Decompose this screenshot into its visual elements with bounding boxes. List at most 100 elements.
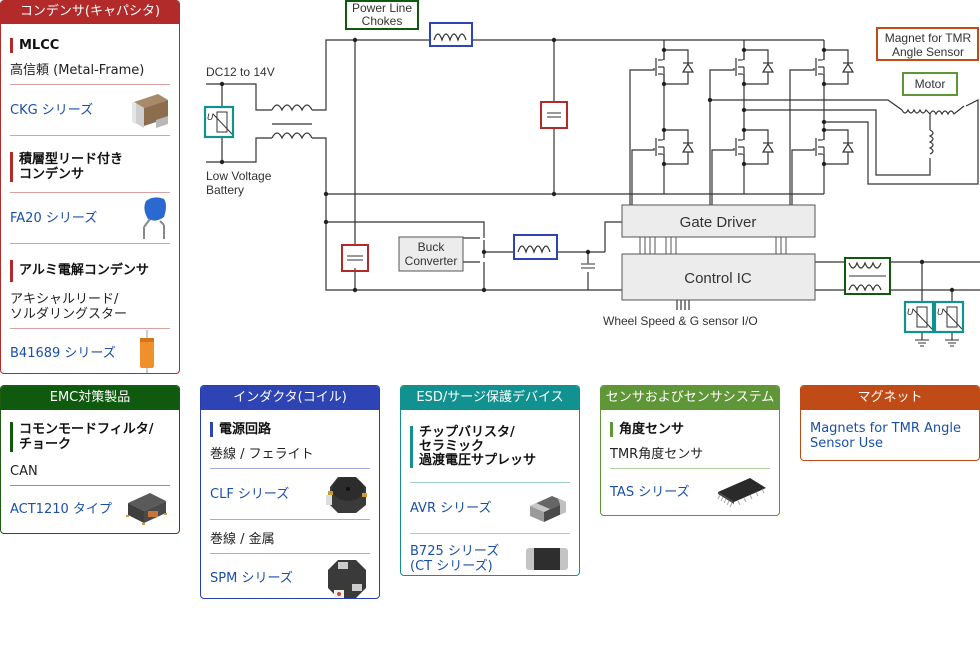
tas-series-link[interactable]: TAS シリーズ bbox=[610, 484, 690, 500]
svg-text:U: U bbox=[937, 308, 944, 318]
input-cm-choke bbox=[271, 104, 313, 140]
leaded-cap-subhead: 積層型リード付き コンデンサ bbox=[10, 152, 170, 182]
divider bbox=[210, 468, 370, 469]
divider bbox=[610, 468, 770, 469]
divider bbox=[10, 485, 170, 486]
emc-card: EMC対策製品 コモンモードフィルタ/ チョーク CAN ACT1210 タイプ bbox=[0, 385, 180, 534]
clf-series-link[interactable]: CLF シリーズ bbox=[210, 486, 290, 502]
magnet-tmr-label: Magnet for TMR Angle Sensor bbox=[876, 27, 979, 61]
product-row-spm[interactable]: SPM シリーズ bbox=[210, 554, 370, 598]
magnet-card: マグネット Magnets for TMR Angle Sensor Use bbox=[800, 385, 980, 461]
svg-text:U: U bbox=[907, 308, 914, 318]
sensor-card-header: センサおよびセンサシステム bbox=[601, 386, 779, 410]
motor-wiring bbox=[710, 99, 979, 185]
power-line-choke-inductor bbox=[429, 22, 473, 47]
product-row-clf[interactable]: CLF シリーズ bbox=[210, 469, 370, 519]
gate-bus bbox=[639, 237, 787, 254]
svg-text:Battery: Battery bbox=[206, 183, 244, 197]
electrolytic-subhead: アルミ電解コンデンサ bbox=[10, 260, 170, 282]
ground-symbols bbox=[915, 339, 959, 347]
esd-card-header: ESD/サージ保護デバイス bbox=[401, 386, 579, 410]
ferrite-desc: 巻線 / フェライト bbox=[210, 447, 314, 462]
fa20-series-link[interactable]: FA20 シリーズ bbox=[10, 210, 98, 226]
tmr-sensor-ic-image bbox=[717, 478, 766, 508]
svg-text:Motor: Motor bbox=[915, 77, 946, 91]
mlcc-desc: 高信頼 (Metal-Frame) bbox=[10, 63, 145, 78]
clf-inductor-image bbox=[326, 477, 367, 513]
can-desc: CAN bbox=[10, 464, 38, 479]
product-row-avr[interactable]: AVR シリーズ bbox=[410, 483, 570, 533]
divider bbox=[10, 328, 170, 329]
product-row-ckg[interactable]: CKG シリーズ bbox=[10, 85, 170, 135]
product-row-fa20[interactable]: FA20 シリーズ bbox=[10, 193, 170, 243]
svg-text:U: U bbox=[207, 113, 214, 123]
can-cm-choke bbox=[844, 257, 891, 295]
svg-text:Chokes: Chokes bbox=[362, 14, 403, 28]
inductor-card: インダクタ(コイル) 電源回路 巻線 / フェライト CLF シリーズ 巻線 /… bbox=[200, 385, 380, 599]
circuit-diagram: U Buck Converter Gate Driver bbox=[203, 0, 980, 347]
capacitor-card-header: コンデンサ(キャパシタ) bbox=[1, 0, 179, 24]
spm-series-link[interactable]: SPM シリーズ bbox=[210, 570, 293, 586]
input-capacitor bbox=[341, 244, 369, 272]
inverter-bridge bbox=[629, 40, 855, 205]
inductor-card-header: インダクタ(コイル) bbox=[201, 386, 379, 410]
buck-converter-block: Buck Converter bbox=[398, 236, 464, 272]
svg-text:Wheel Speed & G sensor I/O: Wheel Speed & G sensor I/O bbox=[603, 314, 758, 328]
svg-text:Control IC: Control IC bbox=[684, 270, 752, 287]
sensor-card: センサおよびセンサシステム 角度センサ TMR角度センサ TAS シリーズ bbox=[600, 385, 780, 516]
motor-label: Motor bbox=[902, 72, 958, 96]
cm-filter-subhead: コモンモードフィルタ/ チョーク bbox=[10, 422, 170, 452]
divider bbox=[410, 533, 570, 534]
divider bbox=[10, 135, 170, 136]
can-varistor-1: U bbox=[903, 300, 935, 334]
angle-sensor-subhead: 角度センサ bbox=[610, 422, 770, 437]
electrolytic-desc: アキシャルリード/ ソルダリングスター bbox=[10, 292, 128, 322]
power-line-chokes-label: Power Line Chokes bbox=[345, 0, 419, 30]
product-row-b41689[interactable]: B41689 シリーズ bbox=[10, 329, 170, 373]
bridge-leg-2 bbox=[709, 40, 775, 205]
high-side-mosfet bbox=[629, 47, 695, 205]
metal-desc: 巻線 / 金属 bbox=[210, 532, 275, 547]
svg-text:Magnet for TMR: Magnet for TMR bbox=[885, 31, 972, 45]
ct-varistor-image bbox=[526, 548, 568, 570]
product-row-b725[interactable]: B725 シリーズ (CT シリーズ) bbox=[410, 534, 570, 575]
b41689-series-link[interactable]: B41689 シリーズ bbox=[10, 345, 116, 361]
svg-text:Angle Sensor: Angle Sensor bbox=[892, 45, 964, 59]
svg-text:DC12 to 14V: DC12 to 14V bbox=[206, 65, 275, 79]
high-side-mosfet bbox=[709, 47, 775, 205]
spm-inductor-image bbox=[328, 560, 366, 598]
avr-series-link[interactable]: AVR シリーズ bbox=[410, 500, 492, 516]
capacitor-card: コンデンサ(キャパシタ) MLCC 高信頼 (Metal-Frame) CKG … bbox=[0, 0, 180, 374]
divider bbox=[210, 553, 370, 554]
low-side-mosfet bbox=[631, 127, 695, 205]
emc-card-header: EMC対策製品 bbox=[1, 386, 179, 410]
tmr-magnet-link[interactable]: Magnets for TMR Angle Sensor Use bbox=[810, 421, 961, 451]
divider bbox=[10, 84, 170, 85]
power-circuit-subhead: 電源回路 bbox=[210, 422, 370, 437]
axial-electrolytic-capacitor-image bbox=[140, 330, 154, 373]
svg-text:Power Line: Power Line bbox=[352, 1, 412, 15]
ckg-series-link[interactable]: CKG シリーズ bbox=[10, 102, 94, 118]
low-side-mosfet bbox=[791, 127, 855, 205]
low-side-mosfet bbox=[711, 127, 775, 205]
act1210-type-link[interactable]: ACT1210 タイプ bbox=[10, 501, 112, 517]
bridge-leg-1 bbox=[629, 40, 695, 205]
bulk-capacitor bbox=[540, 101, 568, 129]
magnet-card-header: マグネット bbox=[801, 386, 979, 410]
divider bbox=[10, 192, 170, 193]
mlcc-subhead: MLCC bbox=[10, 38, 170, 53]
b725-series-link[interactable]: B725 シリーズ (CT シリーズ) bbox=[410, 544, 500, 574]
control-ic-block: Control IC bbox=[621, 253, 816, 301]
esd-card: ESD/サージ保護デバイス チップバリスタ/ セラミック 過渡電圧サプレッサ A… bbox=[400, 385, 580, 576]
svg-text:Low Voltage: Low Voltage bbox=[206, 169, 272, 183]
product-row-tas[interactable]: TAS シリーズ bbox=[610, 469, 770, 515]
varistor-subhead: チップバリスタ/ セラミック 過渡電圧サプレッサ bbox=[410, 426, 570, 468]
varistor-battery: U bbox=[203, 105, 235, 139]
output-capacitor bbox=[581, 263, 595, 269]
junction-dots bbox=[219, 37, 955, 293]
svg-text:Converter: Converter bbox=[405, 254, 458, 268]
divider bbox=[410, 482, 570, 483]
svg-text:Buck: Buck bbox=[418, 240, 446, 254]
product-row-act1210[interactable]: ACT1210 タイプ bbox=[10, 486, 170, 532]
chip-varistor-image bbox=[530, 496, 566, 522]
